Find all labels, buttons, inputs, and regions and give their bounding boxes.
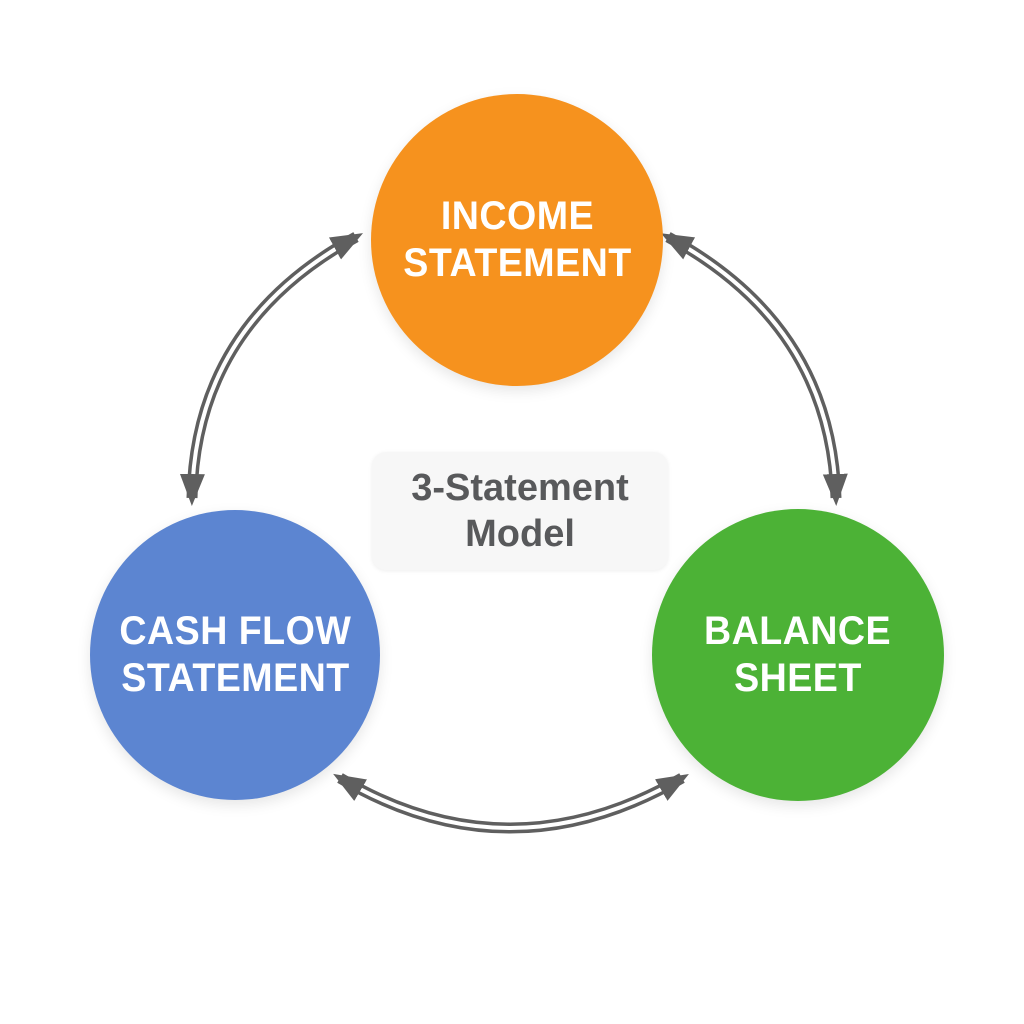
node-label-line: CASH FLOW <box>119 608 351 653</box>
node-label-line: STATEMENT <box>402 241 632 285</box>
arrow-outer-line <box>186 232 359 499</box>
arrow-income-balance <box>660 232 848 506</box>
node-label-line: BALANCE <box>704 608 892 653</box>
node-label-line: SHEET <box>734 656 862 700</box>
diagram-title-box: 3-Statement Model <box>372 452 668 570</box>
node-label-line: STATEMENT <box>120 656 350 700</box>
node-balance-sheet: BALANCE SHEET <box>652 509 944 801</box>
arrow-heads <box>660 233 848 506</box>
diagram-title-line: Model <box>465 513 575 555</box>
node-cash-flow-statement: CASH FLOW STATEMENT <box>90 510 380 800</box>
arrow-outer-line <box>665 232 842 499</box>
arrow-inner-gap <box>338 776 684 830</box>
node-income-statement: INCOME STATEMENT <box>371 94 663 386</box>
arrow-income-cashflow <box>179 232 364 506</box>
arrow-cashflow-balance <box>333 773 689 834</box>
node-label-line: INCOME <box>440 193 594 238</box>
diagram-title-line: 3-Statement <box>411 466 629 509</box>
arrow-inner-gap <box>667 235 838 499</box>
